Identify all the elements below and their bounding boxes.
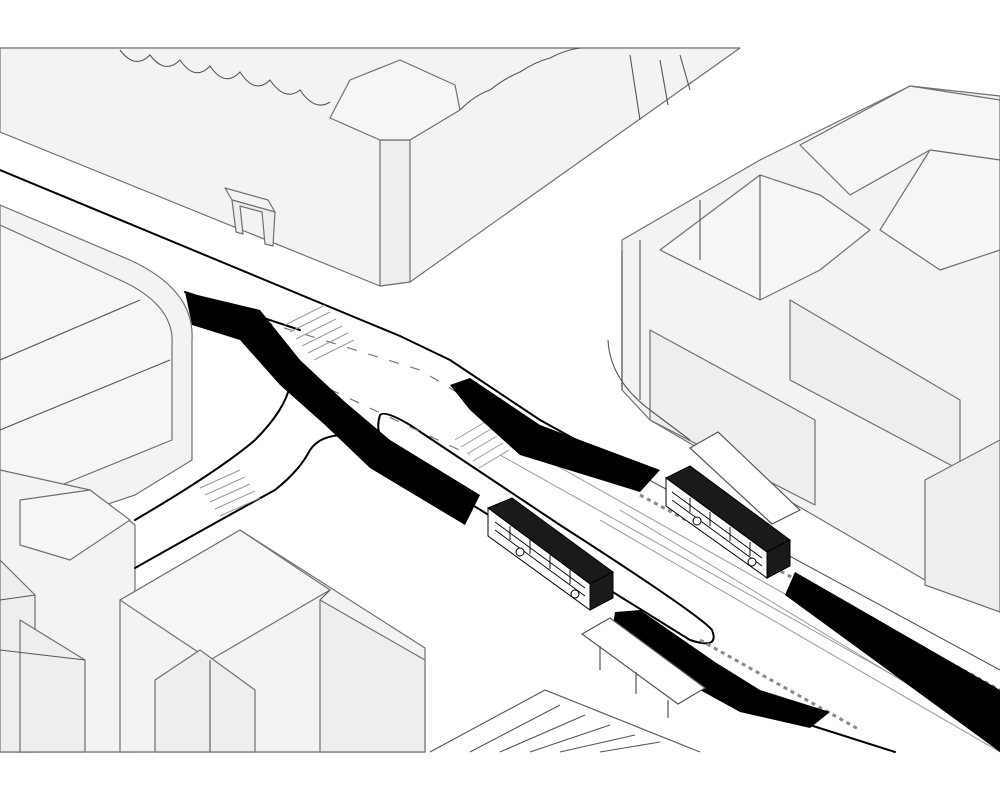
westbound-bus-lane: [185, 292, 480, 525]
crosswalk-west: [199, 469, 261, 517]
bus-shelter-east: [688, 431, 802, 525]
kiosk: [224, 187, 276, 247]
wheel: [692, 516, 702, 526]
parking-lot: [429, 689, 701, 753]
south-west-block: [0, 469, 136, 753]
bus-left: [486, 497, 614, 611]
north-block: [0, 47, 741, 287]
crosswalk-center: [454, 421, 510, 469]
east-curb-bus-lane: [785, 572, 1000, 752]
east-block: [607, 85, 1000, 613]
wheel: [747, 557, 757, 567]
south-bus-lane: [612, 610, 830, 728]
bus-shelter-south: [580, 617, 707, 718]
south-block: [119, 529, 426, 753]
west-block: [0, 204, 193, 541]
wheel: [570, 589, 580, 599]
eastbound-bus-lane: [450, 378, 660, 492]
bus-right: [665, 465, 791, 579]
crosswalk-north: [284, 304, 355, 361]
wheel: [515, 547, 525, 557]
